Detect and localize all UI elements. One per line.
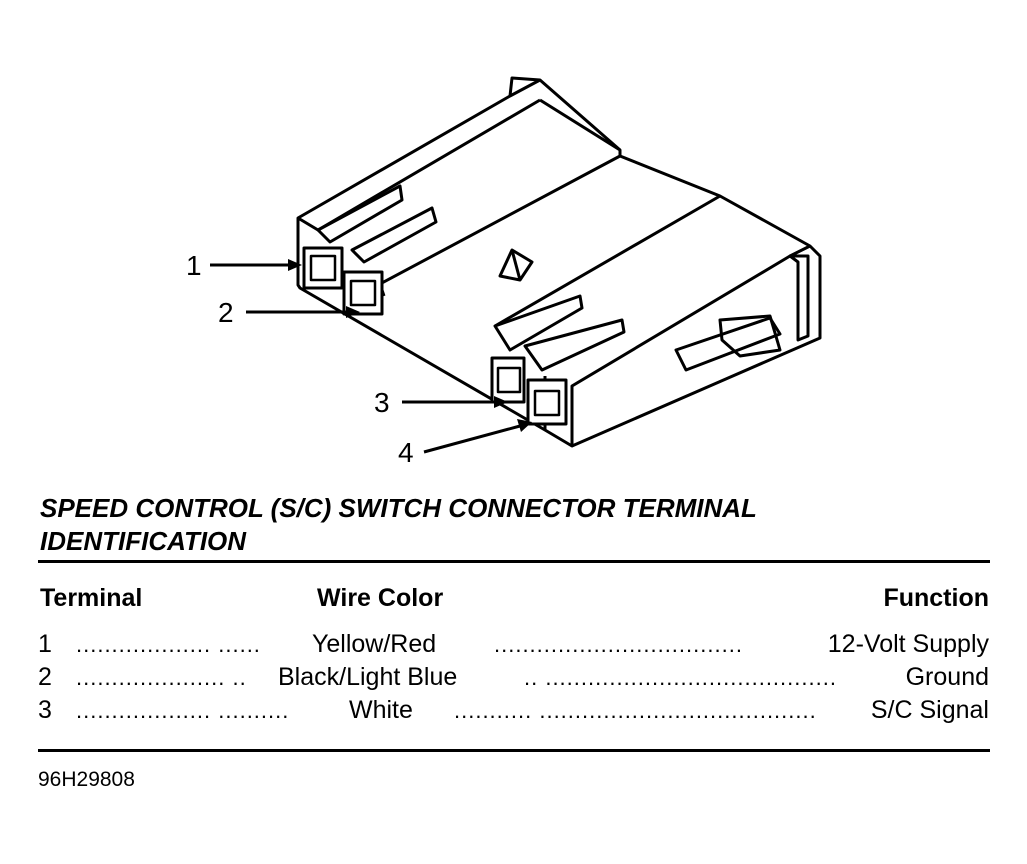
connector-diagram: 1 2 3 4 <box>186 76 822 468</box>
leader-dots: .. .....................................… <box>524 665 837 690</box>
header-function: Function <box>883 584 989 612</box>
figure-caption: SPEED CONTROL (S/C) SWITCH CONNECTOR TER… <box>40 493 757 556</box>
header-terminal: Terminal <box>40 584 143 612</box>
terminal-number: 3 <box>38 696 52 724</box>
terminal-function: Ground <box>905 663 989 691</box>
wire-color: Black/Light Blue <box>278 663 458 691</box>
terminal-cavity-2 <box>342 270 384 316</box>
callout-1: 1 <box>186 250 202 281</box>
terminal-number: 2 <box>38 663 52 691</box>
figure-id: 96H29808 <box>38 768 135 791</box>
leader-arrow-1 <box>210 259 302 271</box>
terminal-cavity-3 <box>490 356 526 404</box>
terminal-number: 1 <box>38 630 52 658</box>
leader-dots: ..................... .. <box>76 665 247 690</box>
table-row: 3 ................... .......... White .… <box>0 696 1027 728</box>
leader-arrow-4 <box>423 419 532 454</box>
leader-arrow-3 <box>402 396 508 408</box>
table-row: 1 ................... ...... Yellow/Red … <box>0 630 1027 662</box>
header-wire-color: Wire Color <box>317 584 444 612</box>
table-top-rule <box>38 560 990 563</box>
terminal-cavity-1 <box>302 246 344 290</box>
terminal-function: 12-Volt Supply <box>827 630 989 658</box>
wire-color: Yellow/Red <box>312 630 437 658</box>
leader-dots: ................................... <box>494 632 743 657</box>
leader-dots: ................... .......... <box>76 698 290 723</box>
callout-4: 4 <box>398 437 414 468</box>
callout-2: 2 <box>218 297 234 328</box>
terminal-cavity-4 <box>526 378 568 426</box>
leader-dots: ........... ............................… <box>454 698 817 723</box>
leader-dots: ................... ...... <box>76 632 261 657</box>
wire-color: White <box>349 696 413 724</box>
table-row: 2 ..................... .. Black/Light B… <box>0 663 1027 695</box>
callout-3: 3 <box>374 387 390 418</box>
table-bottom-rule <box>38 749 990 752</box>
terminal-function: S/C Signal <box>870 696 989 724</box>
connector-body <box>296 76 822 448</box>
leader-arrow-2 <box>246 306 360 318</box>
